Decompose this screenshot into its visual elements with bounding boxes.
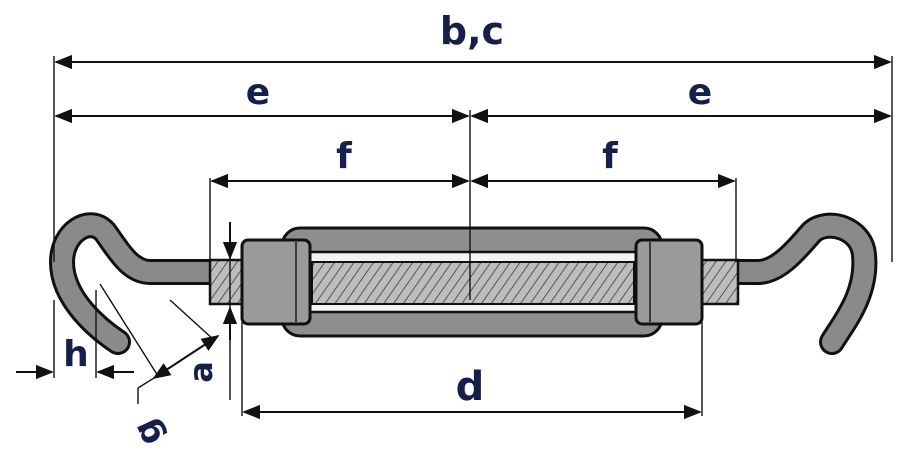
dimension-lines (16, 54, 893, 420)
label-f-left: f (336, 136, 352, 177)
label-e-right: e (688, 72, 712, 113)
inner-threads (311, 261, 635, 305)
turnbuckle-drawing (49, 212, 878, 355)
label-g: g (125, 413, 172, 452)
right-thread-stub (698, 258, 740, 306)
label-f-right: f (602, 136, 618, 177)
label-overall-length: b,c (440, 9, 504, 53)
label-e-left: e (246, 72, 270, 113)
label-d: d (456, 364, 485, 410)
right-nut (634, 238, 704, 326)
left-nut (240, 238, 312, 326)
dim-g (152, 335, 220, 379)
label-h: h (63, 334, 89, 375)
label-a: a (182, 361, 220, 383)
